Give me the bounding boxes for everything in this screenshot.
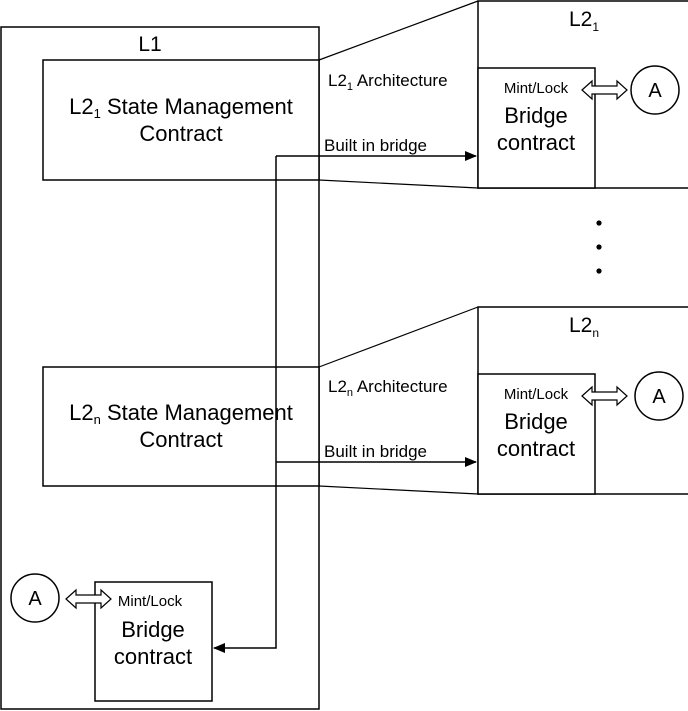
l2-1-title: L21 — [569, 8, 599, 34]
l2-1-state-management-label-line1: L21 State Management — [69, 94, 293, 121]
l2-1-bridge-label-line2: contract — [497, 130, 575, 155]
l1-title: L1 — [138, 33, 161, 56]
l1-mint-lock-label: Mint/Lock — [118, 593, 183, 610]
l1-bridge-label-line2: contract — [114, 644, 192, 669]
ellipsis-dot-3 — [596, 268, 602, 274]
ellipsis-dot-1 — [596, 220, 602, 226]
l2-n-mint-lock-label: Mint/Lock — [504, 386, 569, 403]
l2-n-architecture-label: L2n Architecture — [328, 377, 448, 399]
l1-double-arrow — [65, 588, 112, 610]
l2-n-state-management-label-line2: Contract — [139, 427, 222, 452]
l1-bridge-connector — [213, 156, 277, 653]
l2-n-bridge-label-line2: contract — [497, 436, 575, 461]
l1-asset-label: A — [28, 588, 42, 610]
l2-1-bridge-contract — [477, 67, 596, 189]
l2-1-bridge-label-line1: Bridge — [504, 103, 568, 128]
ellipsis-dot-2 — [596, 244, 602, 250]
l2-1-double-arrow — [581, 79, 628, 101]
l2-n-asset-label: A — [652, 386, 666, 408]
l2-1-built-in-bridge-label: Built in bridge — [324, 136, 427, 155]
l2-n-title: L2n — [569, 314, 599, 340]
l2-1-state-management-label-line2: Contract — [139, 121, 222, 146]
l2-1-state-management-contract — [42, 59, 320, 181]
l2-n-bridge-contract — [477, 373, 596, 495]
l2-1-zoom-line-bottom — [318, 179, 479, 189]
l1-asset-circle — [10, 573, 60, 623]
l2-n-asset-circle — [634, 371, 684, 421]
l2-n-zoom-line-bottom — [318, 485, 479, 495]
l2-n-double-arrow — [581, 385, 628, 407]
l2-1-asset-label: A — [648, 80, 662, 102]
l2-1-zoom-line-top — [318, 0, 479, 61]
l2-n-state-management-contract — [42, 366, 320, 487]
l2-n-state-management-label-line1: L2n State Management — [69, 400, 293, 427]
l2-1-architecture-label: L21 Architecture — [328, 71, 448, 93]
l1-bridge-contract — [94, 581, 213, 702]
l2-n-bridge-label-line1: Bridge — [504, 409, 568, 434]
l2-n-zoom-line-top — [318, 306, 479, 368]
l2-1-mint-lock-label: Mint/Lock — [504, 80, 569, 97]
l2-n-built-in-bridge-label: Built in bridge — [324, 442, 427, 461]
l2-1-asset-circle — [630, 65, 680, 115]
l1-bridge-label-line1: Bridge — [121, 617, 185, 642]
